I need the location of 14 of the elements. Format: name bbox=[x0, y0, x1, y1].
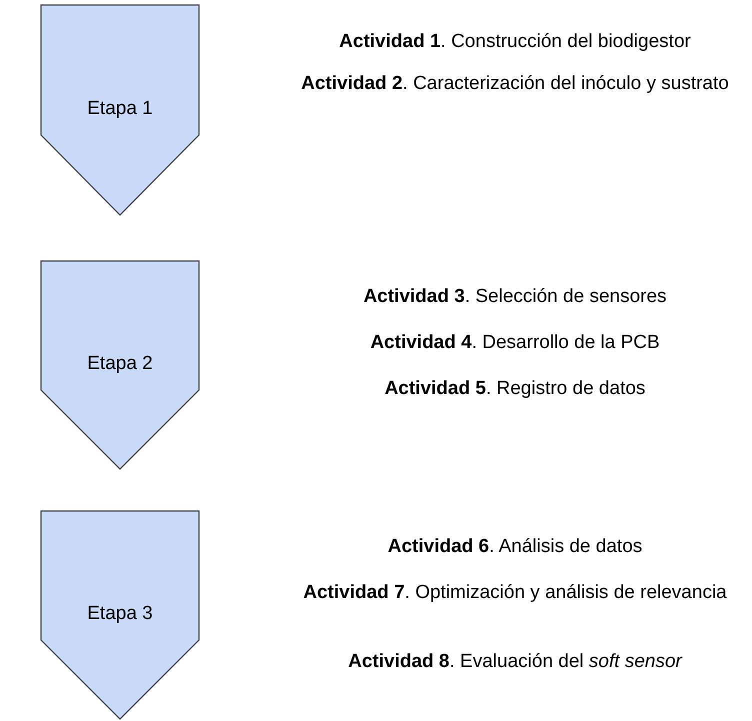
stage-label: Etapa 2 bbox=[87, 353, 153, 374]
stage-chevron bbox=[40, 510, 200, 720]
activity-text: Actividad 8. Evaluación del soft sensor bbox=[348, 651, 682, 672]
activity-text: Actividad 7. Optimización y análisis de relevancia bbox=[303, 582, 727, 603]
stage-chevron bbox=[40, 260, 200, 470]
activity-text: Actividad 2. Caracterización del inóculo y sustrato bbox=[301, 73, 729, 94]
activity-text: Actividad 1. Construcción del biodigestor bbox=[339, 31, 691, 52]
stage-label: Etapa 3 bbox=[87, 603, 153, 624]
activity-text: Actividad 5. Registro de datos bbox=[384, 378, 646, 399]
activity-text: Actividad 3. Selección de sensores bbox=[363, 286, 667, 307]
stage-label: Etapa 1 bbox=[87, 98, 153, 119]
stage-chevron bbox=[40, 4, 200, 216]
activity-text: Actividad 4. Desarrollo de la PCB bbox=[370, 332, 660, 353]
activity-text: Actividad 6. Análisis de datos bbox=[388, 536, 642, 557]
